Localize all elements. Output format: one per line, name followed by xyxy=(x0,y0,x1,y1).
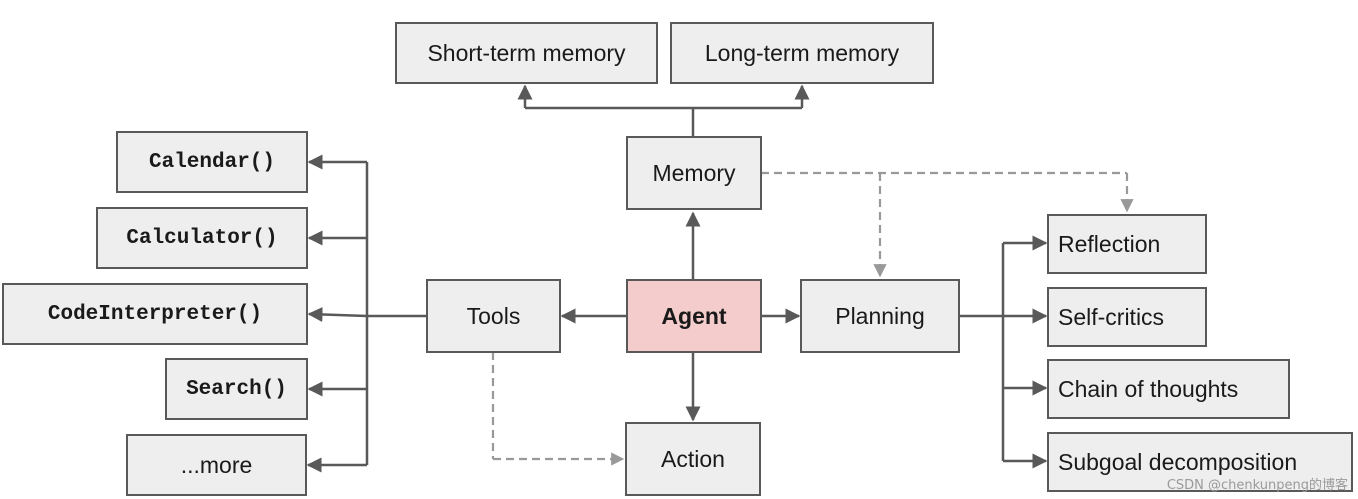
node-more: ...more xyxy=(126,434,307,496)
node-chain-of-thoughts: Chain of thoughts xyxy=(1047,359,1290,419)
node-long-term-memory: Long-term memory xyxy=(670,22,934,84)
node-memory: Memory xyxy=(626,136,762,210)
node-reflection: Reflection xyxy=(1047,214,1207,274)
node-calculator: Calculator() xyxy=(96,207,308,269)
node-subgoal-decomposition: Subgoal decomposition xyxy=(1047,432,1353,492)
node-search: Search() xyxy=(165,358,308,420)
node-planning: Planning xyxy=(800,279,960,353)
node-agent: Agent xyxy=(626,279,762,353)
node-self-critics: Self-critics xyxy=(1047,287,1207,347)
node-action: Action xyxy=(625,422,761,496)
node-short-term-memory: Short-term memory xyxy=(395,22,658,84)
edge-to-code-interpreter xyxy=(307,306,368,322)
node-tools: Tools xyxy=(426,279,561,353)
node-code-interpreter: CodeInterpreter() xyxy=(2,283,308,345)
watermark: CSDN @chenkunpeng的博客 xyxy=(1166,478,1348,493)
node-calendar: Calendar() xyxy=(116,131,308,193)
